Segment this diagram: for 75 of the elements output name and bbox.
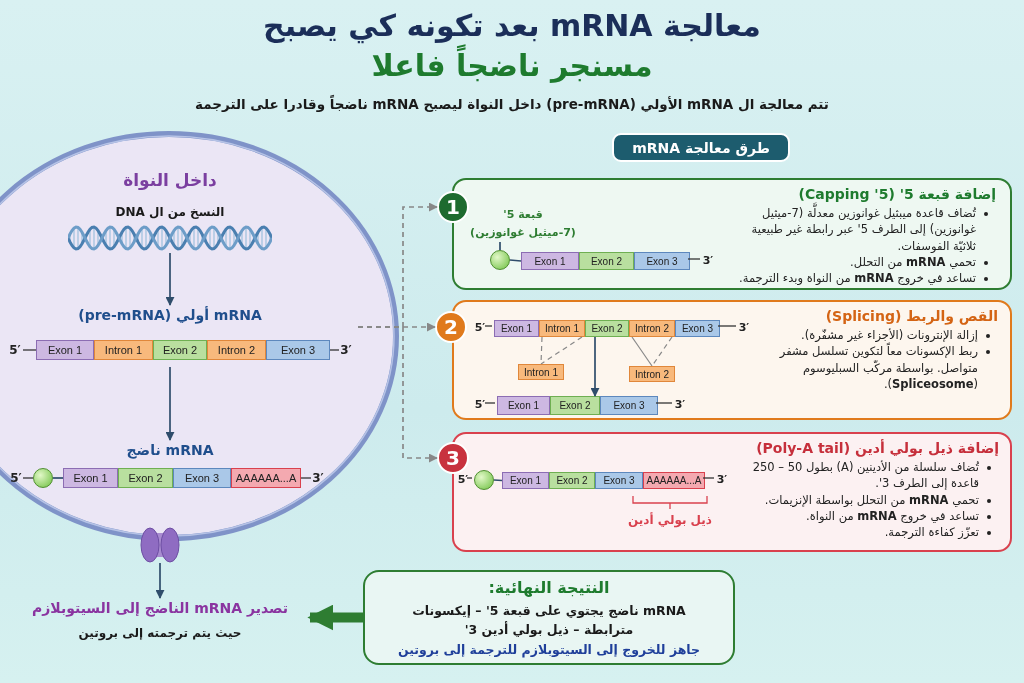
step-number: 3 xyxy=(437,442,469,474)
intron-segment: Intron 2 xyxy=(629,320,675,337)
arrow xyxy=(165,366,175,441)
bullet-text: تعزّز كفاءة الترجمة. xyxy=(884,524,979,541)
strand-heading: mRNA ناضج xyxy=(126,441,214,459)
exon-segment: Exon 3 xyxy=(173,468,231,488)
exon-segment: Exon 3 xyxy=(600,396,658,415)
exon-segment: Exon 1 xyxy=(502,472,549,489)
subtitle: تتم معالجة ال mRNA الأولي (pre-mRNA) داخل النواة ليصبح mRNA ناضجاً وقادرا على الترجمة xyxy=(195,95,829,113)
strand-end-label: 3′ xyxy=(738,321,750,335)
step-number: 1 xyxy=(437,191,469,223)
result-title: النتيجة النهائية: xyxy=(488,577,610,600)
connector-line xyxy=(493,479,503,482)
arrow xyxy=(155,562,165,599)
dashed-line xyxy=(540,336,583,365)
exon-segment: Exon 2 xyxy=(153,340,207,360)
cap-sphere xyxy=(490,250,510,270)
poly-a-segment: AAAAAA...A xyxy=(643,472,705,489)
bullet-text: إزالة الإنترونات (الأجزاء غير مشفّرة). xyxy=(801,327,978,343)
exon-segment: Exon 3 xyxy=(675,320,720,337)
strand-end-label: 3′ xyxy=(312,470,324,486)
strand-end-label: 5′ xyxy=(10,470,22,486)
caption-text: النسخ من ال DNA xyxy=(115,204,225,220)
exon-segment: Exon 2 xyxy=(550,396,600,415)
intron-segment: Intron 2 xyxy=(207,340,266,360)
exon-segment: Exon 1 xyxy=(497,396,550,415)
intron-segment: Intron 1 xyxy=(94,340,153,360)
connector-line xyxy=(509,259,522,262)
cap-label: (7-ميثيل غوانوزين) xyxy=(470,226,576,240)
panel-title: إضافة قبعة 5' (5' Capping) xyxy=(797,186,997,202)
strand-end-label: 3′ xyxy=(674,398,686,412)
strand-end-label: 3′ xyxy=(716,473,728,487)
panel-title: إضافة ذيل بولي أدين (Poly-A tail) xyxy=(755,440,1000,456)
exon-segment: Exon 1 xyxy=(521,252,579,270)
export-title: تصدير mRNA الناضج إلى السيتوبلازم xyxy=(31,599,289,617)
strand-end-label: 3′ xyxy=(340,342,352,358)
exon-segment: Exon 3 xyxy=(266,340,330,360)
step-number: 2 xyxy=(435,311,467,343)
arrow xyxy=(590,336,600,397)
exon-segment: Exon 3 xyxy=(595,472,643,489)
exon-segment: Exon 2 xyxy=(118,468,173,488)
cap-sphere xyxy=(474,470,494,490)
panel-title: القص والربط (Splicing) xyxy=(824,308,999,324)
intron-segment: Intron 1 xyxy=(539,320,585,337)
section-header: طرق معالجة mRNA xyxy=(612,133,790,162)
cap-label: قبعة 5' xyxy=(503,208,543,222)
exon-segment: Exon 3 xyxy=(634,252,690,270)
exon-segment: Exon 1 xyxy=(494,320,539,337)
exon-segment: Exon 2 xyxy=(585,320,629,337)
intron-segment: Intron 1 xyxy=(518,364,564,380)
title: معالجة mRNA بعد تكونه كي يصبح xyxy=(263,8,761,44)
strand-end-label: 5′ xyxy=(9,342,21,358)
strand-end-label: 5′ xyxy=(474,398,486,412)
export-note: حيث يتم ترجمته إلى بروتين xyxy=(78,625,242,641)
exon-segment: Exon 1 xyxy=(36,340,94,360)
strand-end-label: 5′ xyxy=(457,473,469,487)
poly-a-segment: AAAAAA...A xyxy=(231,468,301,488)
strand-end-label: 5′ xyxy=(474,321,486,335)
nucleus-heading: داخل النواة xyxy=(123,169,217,191)
result-note: جاهز للخروج إلى السيتوبلازم للترجمة إلى بروتين xyxy=(397,640,701,659)
leader-line xyxy=(499,241,501,251)
intron-segment: Intron 2 xyxy=(629,366,675,382)
connector-line xyxy=(52,477,64,479)
thick-arrow xyxy=(307,604,363,631)
result-text: mRNA ناضج يجتوي على قبعة 5' – إيكسونات مترابطة – ذيل بولي أدين 3' xyxy=(411,601,687,640)
nucleus xyxy=(0,130,400,542)
bullet-text: تُضاف سلسلة من الأدينين (A) بطول 50 – 250 قاعدة إلى الطرف 3'. xyxy=(751,459,979,492)
arrow xyxy=(165,252,175,306)
result-panel xyxy=(363,570,735,665)
tail-label: ذيل بولي أدين xyxy=(628,512,712,528)
exon-segment: Exon 2 xyxy=(549,472,595,489)
strand-end-label: 3′ xyxy=(702,254,714,268)
strand-heading: mRNA أولي (pre-mRNA) xyxy=(78,306,262,324)
exon-segment: Exon 2 xyxy=(579,252,634,270)
exon-segment: Exon 1 xyxy=(63,468,118,488)
